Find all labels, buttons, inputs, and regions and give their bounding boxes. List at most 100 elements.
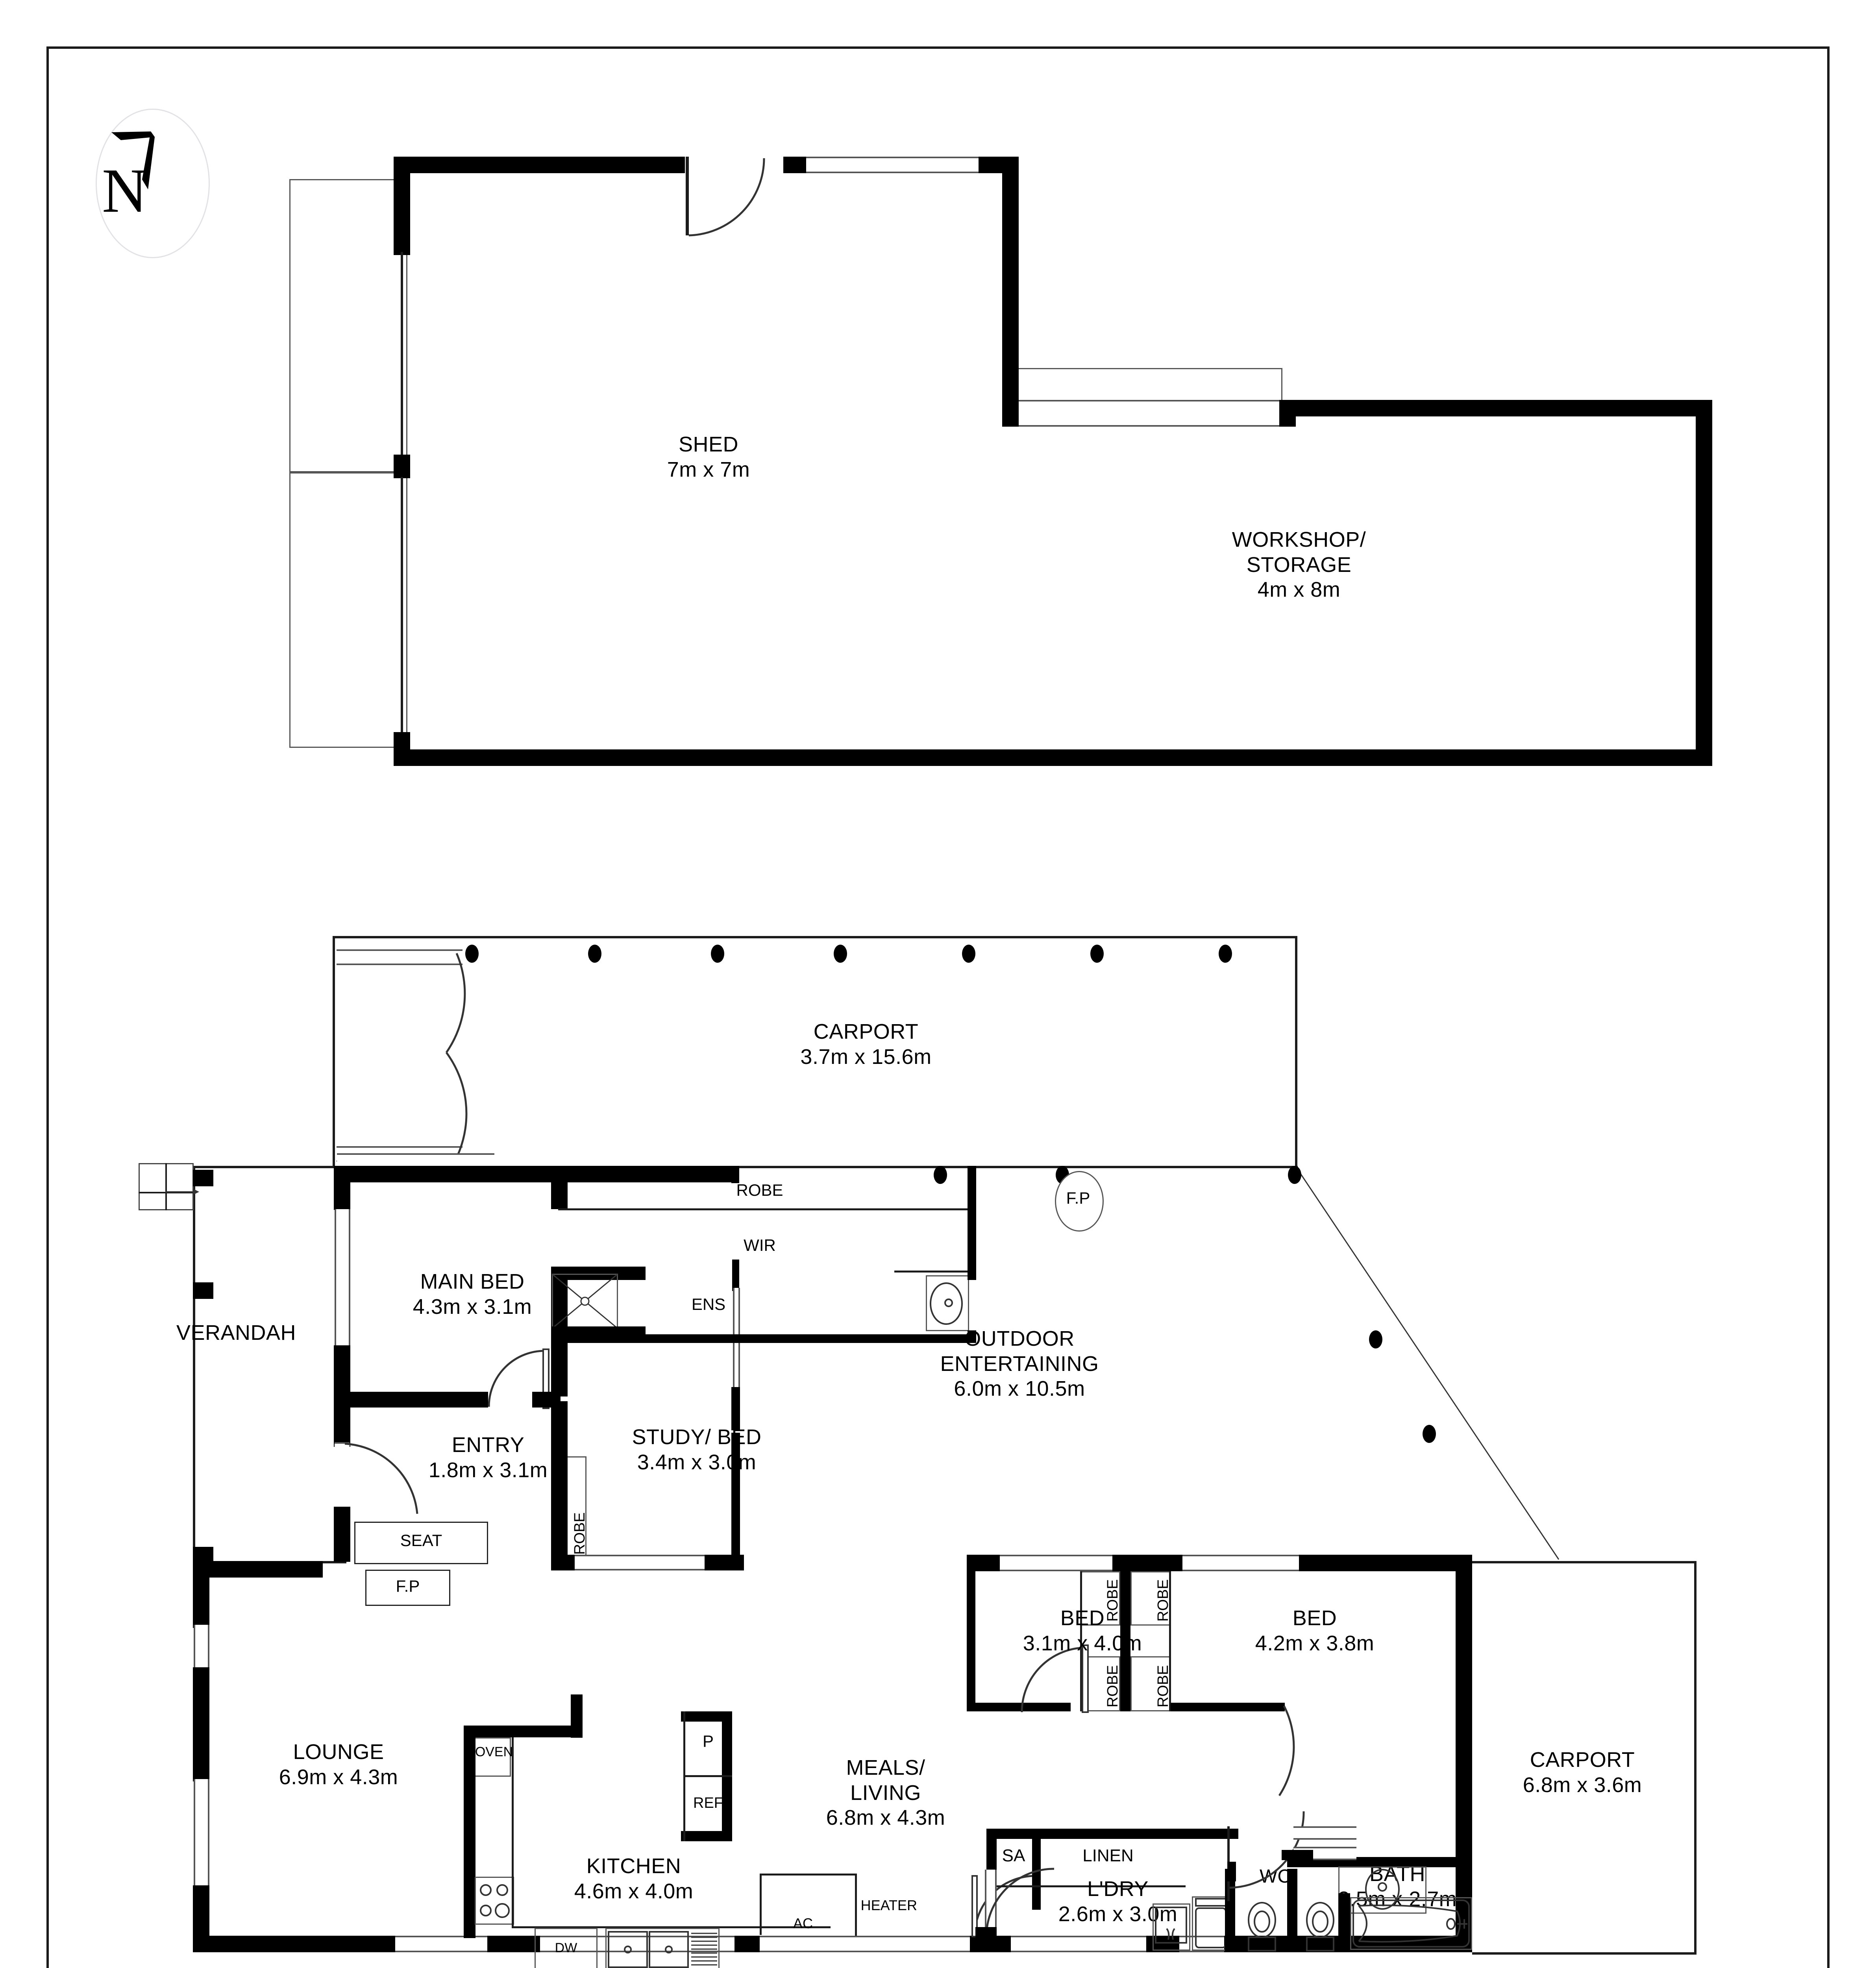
workshop-label: WORKSHOP/ STORAGE 4m x 8m (1161, 527, 1437, 603)
bed3-dimensions: 4.2m x 3.8m (1255, 1631, 1375, 1655)
carport-front-label: CARPORT 3.7m x 15.6m (728, 1019, 1004, 1069)
outdoor-name-line2: ENTERTAINING (940, 1352, 1099, 1376)
carport-post (711, 945, 724, 963)
shed-eave-lower (289, 472, 407, 748)
carport-front-edge-top (333, 936, 1297, 938)
bed3-name: BED (1292, 1606, 1337, 1630)
bed2-robe-edge (1080, 1571, 1082, 1711)
fireplace-lounge-label: F.P (396, 1577, 420, 1595)
outdoor-post (1369, 1330, 1382, 1348)
compass-n-label: N (102, 155, 148, 226)
bed3-window-north (1182, 1555, 1301, 1571)
study-wall-south-b (705, 1555, 744, 1570)
shed-wall-top-left (394, 157, 685, 173)
lounge-window-west-upper (194, 1625, 209, 1668)
outdoor-post (934, 1166, 947, 1184)
entry-name: ENTRY (451, 1433, 525, 1457)
carport-post (962, 945, 975, 963)
bathtub-icon (1352, 1900, 1470, 1948)
verandah-name: VERANDAH (176, 1321, 296, 1345)
wir-wall-left-upper (551, 1166, 568, 1209)
study-wall-south-a (551, 1555, 575, 1570)
laundry-window-south (1011, 1936, 1149, 1952)
ac-label: AC (793, 1915, 813, 1931)
linen-label: LINEN (1082, 1846, 1134, 1865)
outdoor-post (1423, 1425, 1436, 1443)
bed2-wall-west (967, 1555, 975, 1711)
workshop-wall-right (1696, 400, 1712, 766)
robe-party-wall (1120, 1571, 1130, 1711)
workshop-roller-door (1019, 400, 1280, 427)
shed-wall-top-right-b (979, 157, 1003, 173)
meals-living-name-line2: LIVING (850, 1781, 921, 1805)
house-wall-south-a (193, 1936, 398, 1952)
bed2-dimensions: 3.1m x 4.0m (1023, 1631, 1142, 1655)
house-wall-south-c (734, 1936, 763, 1952)
bed3-wall-south (1171, 1703, 1285, 1711)
laundry-trough-icon (1155, 1907, 1187, 1944)
wir-label: WIR (744, 1236, 776, 1254)
bath-door-panel-b (1293, 1826, 1356, 1840)
carport-post (588, 945, 601, 963)
laundry-wall-west-pier (975, 1927, 997, 1952)
lounge-label: LOUNGE 6.9m x 4.3m (205, 1740, 472, 1790)
bed2-wall-south (967, 1703, 1071, 1711)
carport-rear-label: CARPORT 6.8m x 3.6m (1480, 1748, 1685, 1798)
bed3-wall-north-d (1333, 1555, 1472, 1571)
entry-wall-west-lower (334, 1507, 350, 1562)
cooktop-burners-icon (480, 1884, 510, 1918)
seat-box (354, 1522, 488, 1564)
study-bed-name: STUDY/ BED (632, 1425, 762, 1449)
bed3-door-swing (1278, 1705, 1295, 1796)
dishwasher-label: DW (555, 1940, 577, 1955)
bed2-window-north (1000, 1555, 1114, 1571)
shed-entry-door-swing (688, 158, 765, 237)
main-bed-wall-north (334, 1166, 739, 1182)
page-border-frame (46, 46, 1830, 1968)
kitchen-wall-north-b (571, 1694, 583, 1738)
entry-dimensions: 1.8m x 3.1m (428, 1458, 548, 1482)
pantry-wall-bottom (681, 1831, 732, 1841)
toilet-bath-icon (1306, 1902, 1334, 1951)
carport-front-edge-left (333, 936, 335, 1168)
heater-edge-top (760, 1874, 857, 1876)
verandah-label: VERANDAH (157, 1321, 315, 1346)
outdoor-edge-diagonal (1295, 1166, 1560, 1560)
washer-icon (1195, 1898, 1227, 1948)
carport-post (834, 945, 847, 963)
entry-label: ENTRY 1.8m x 3.1m (362, 1433, 614, 1483)
bath-vanity-box (1338, 1866, 1426, 1914)
bathtub-wall-left (1338, 1893, 1350, 1952)
heater-label: HEATER (860, 1897, 917, 1913)
shed-window-top (806, 157, 979, 173)
oven-label: OVEN (475, 1744, 513, 1759)
lounge-dimensions: 6.9m x 4.3m (279, 1765, 398, 1789)
fridge-label: REF (693, 1795, 723, 1811)
seat-label: SEAT (400, 1531, 442, 1550)
outdoor-edge-top (734, 1166, 1298, 1168)
shed-wall-left-pier (394, 455, 410, 478)
meals-window-south (760, 1936, 972, 1952)
sa-divider-wall (1032, 1829, 1041, 1910)
robe-label-main: ROBE (736, 1181, 783, 1199)
shed-wall-bottom (394, 749, 1712, 766)
meter-box-arrow-icon (165, 1189, 199, 1195)
wc-wall-east (1287, 1869, 1297, 1952)
carport-rear-dimensions: 6.8m x 3.6m (1523, 1773, 1642, 1797)
lounge-name: LOUNGE (293, 1740, 384, 1764)
ens-basin-icon (930, 1282, 963, 1325)
meter-box-divider-h (139, 1192, 194, 1193)
north-compass: N (96, 109, 210, 258)
bed3-label: BED 4.2m x 3.8m (1204, 1606, 1425, 1656)
sink-box (605, 1928, 720, 1968)
shed-label: SHED 7m x 7m (551, 432, 866, 482)
outdoor-post (1288, 1166, 1301, 1184)
entry-door-swing (344, 1443, 418, 1514)
verandah-pier-mid (193, 1282, 213, 1299)
study-bed-dimensions: 3.4m x 3.0m (637, 1450, 757, 1474)
linen-shelf-line (997, 1885, 1186, 1887)
main-bed-dimensions: 4.3m x 3.1m (413, 1295, 532, 1319)
north-arrow-icon (111, 131, 155, 189)
sink-icon (608, 1931, 717, 1968)
laundry-label: L'DRY 2.6m x 3.0m (1016, 1877, 1220, 1927)
